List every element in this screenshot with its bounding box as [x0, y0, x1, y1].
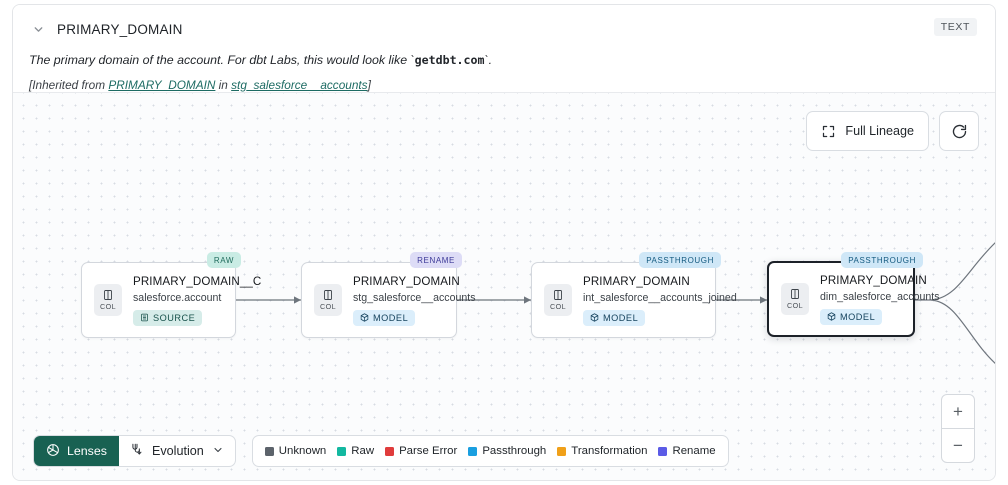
legend-swatch-raw	[337, 446, 347, 456]
description-suffix: `.	[484, 53, 493, 67]
cube-icon	[827, 312, 836, 321]
panel-header: PRIMARY_DOMAIN TEXT The primary domain o…	[13, 5, 995, 93]
column-chip-label: COL	[320, 302, 336, 311]
column-chip-label: COL	[550, 302, 566, 311]
materialization-label: MODEL	[603, 312, 639, 323]
canvas-bottom-bar: Lenses Evolution	[33, 435, 729, 467]
lineage-node[interactable]: RAW COL PRIMARY_DOMAIN__C salesforce.acc…	[81, 252, 261, 338]
inherited-from-note: [Inherited from PRIMARY_DOMAIN in stg_sa…	[29, 78, 979, 92]
lineage-canvas[interactable]: Full Lineage RAW COL PRIMARY_DOMAIN__C s…	[13, 93, 995, 480]
column-detail-panel: PRIMARY_DOMAIN TEXT The primary domain o…	[12, 4, 996, 481]
materialization-badge: SOURCE	[133, 309, 203, 326]
column-type-chip: COL	[94, 284, 122, 316]
canvas-top-controls: Full Lineage	[806, 111, 979, 151]
legend-swatch-rename	[658, 446, 668, 456]
legend-label: Raw	[351, 445, 375, 457]
column-type-chip: COL	[544, 284, 572, 316]
lens-badge: RAW	[206, 252, 241, 268]
legend-item: Rename	[658, 445, 716, 457]
legend-item: Parse Error	[385, 445, 457, 457]
legend-swatch-parse-error	[385, 446, 395, 456]
lineage-node-selected[interactable]: PASSTHROUGH COL PRIMARY_DOMAIN dim_sales…	[767, 252, 940, 337]
full-lineage-button[interactable]: Full Lineage	[806, 111, 929, 151]
cube-icon	[360, 313, 369, 322]
legend-item: Unknown	[264, 445, 327, 457]
aperture-icon	[46, 443, 60, 460]
legend-swatch-transformation	[557, 446, 567, 456]
legend-label: Parse Error	[399, 445, 458, 457]
cube-icon	[590, 313, 599, 322]
description-code: getdbt.com	[414, 53, 485, 67]
chevron-down-icon[interactable]	[31, 22, 45, 36]
full-lineage-label: Full Lineage	[845, 124, 914, 138]
evolution-label: Evolution	[151, 444, 204, 458]
node-table-name: stg_salesforce__accounts	[353, 291, 476, 304]
materialization-label: SOURCE	[153, 312, 196, 323]
refresh-button[interactable]	[939, 111, 979, 151]
zoom-in-button[interactable]: +	[953, 401, 963, 421]
evolution-dropdown[interactable]: Evolution	[119, 436, 235, 466]
zoom-divider	[942, 428, 974, 429]
legend-swatch-unknown	[264, 446, 274, 456]
lenses-evolution-group: Lenses Evolution	[33, 435, 236, 467]
refresh-icon	[951, 123, 968, 140]
legend-item: Passthrough	[468, 445, 546, 457]
lens-badge: PASSTHROUGH	[841, 252, 923, 268]
legend-item: Raw	[337, 445, 374, 457]
legend-label: Transformation	[571, 445, 648, 457]
column-type-chip: COL	[781, 283, 809, 315]
materialization-label: MODEL	[840, 311, 876, 322]
lineage-node[interactable]: RENAME COL PRIMARY_DOMAIN stg_salesforce…	[301, 252, 476, 338]
lenses-button[interactable]: Lenses	[34, 436, 119, 466]
description-prefix: The primary domain of the account. For d…	[29, 53, 415, 67]
inherited-suffix: ]	[367, 77, 371, 92]
database-icon	[140, 313, 149, 322]
column-description: The primary domain of the account. For d…	[29, 53, 979, 69]
legend-label: Unknown	[278, 445, 327, 457]
expand-icon	[821, 124, 836, 139]
column-chip-label: COL	[787, 301, 803, 310]
lens-legend: Unknown Raw Parse Error Passthrough Tran…	[251, 435, 729, 467]
inherited-mid: in	[215, 77, 232, 92]
legend-label: Passthrough	[482, 445, 547, 457]
lens-badge: RENAME	[410, 252, 462, 268]
materialization-badge: MODEL	[583, 309, 646, 326]
inherited-prefix: [Inherited from	[29, 77, 109, 92]
node-table-name: int_salesforce__accounts_joined	[583, 291, 737, 304]
node-column-name: PRIMARY_DOMAIN__C	[133, 274, 262, 288]
inherited-column-link[interactable]: PRIMARY_DOMAIN	[108, 77, 216, 92]
lineage-edges	[236, 242, 995, 364]
legend-label: Rename	[672, 445, 716, 457]
materialization-label: MODEL	[373, 312, 409, 323]
column-type-chip: COL	[314, 284, 342, 316]
materialization-badge: MODEL	[820, 308, 883, 325]
lens-badge: PASSTHROUGH	[639, 252, 721, 268]
legend-swatch-passthrough	[468, 446, 478, 456]
node-table-name: salesforce.account	[133, 291, 222, 304]
lineage-node[interactable]: PASSTHROUGH COL PRIMARY_DOMAIN int_sales…	[531, 252, 737, 338]
materialization-badge: MODEL	[353, 309, 416, 326]
inherited-table-link[interactable]: stg_salesforce__accounts	[231, 77, 368, 92]
node-column-name: PRIMARY_DOMAIN	[353, 274, 460, 288]
evolution-icon	[130, 442, 144, 460]
legend-item: Transformation	[557, 445, 647, 457]
page-title: PRIMARY_DOMAIN	[57, 21, 183, 37]
lenses-label: Lenses	[67, 444, 107, 458]
node-column-name: PRIMARY_DOMAIN	[820, 273, 927, 287]
zoom-out-button[interactable]: −	[953, 435, 963, 455]
zoom-controls: + −	[941, 394, 975, 463]
node-column-name: PRIMARY_DOMAIN	[583, 274, 690, 288]
type-badge: TEXT	[933, 18, 977, 36]
node-table-name: dim_salesforce_accounts	[820, 290, 940, 303]
chevron-down-icon	[212, 444, 224, 459]
column-chip-label: COL	[100, 302, 116, 311]
